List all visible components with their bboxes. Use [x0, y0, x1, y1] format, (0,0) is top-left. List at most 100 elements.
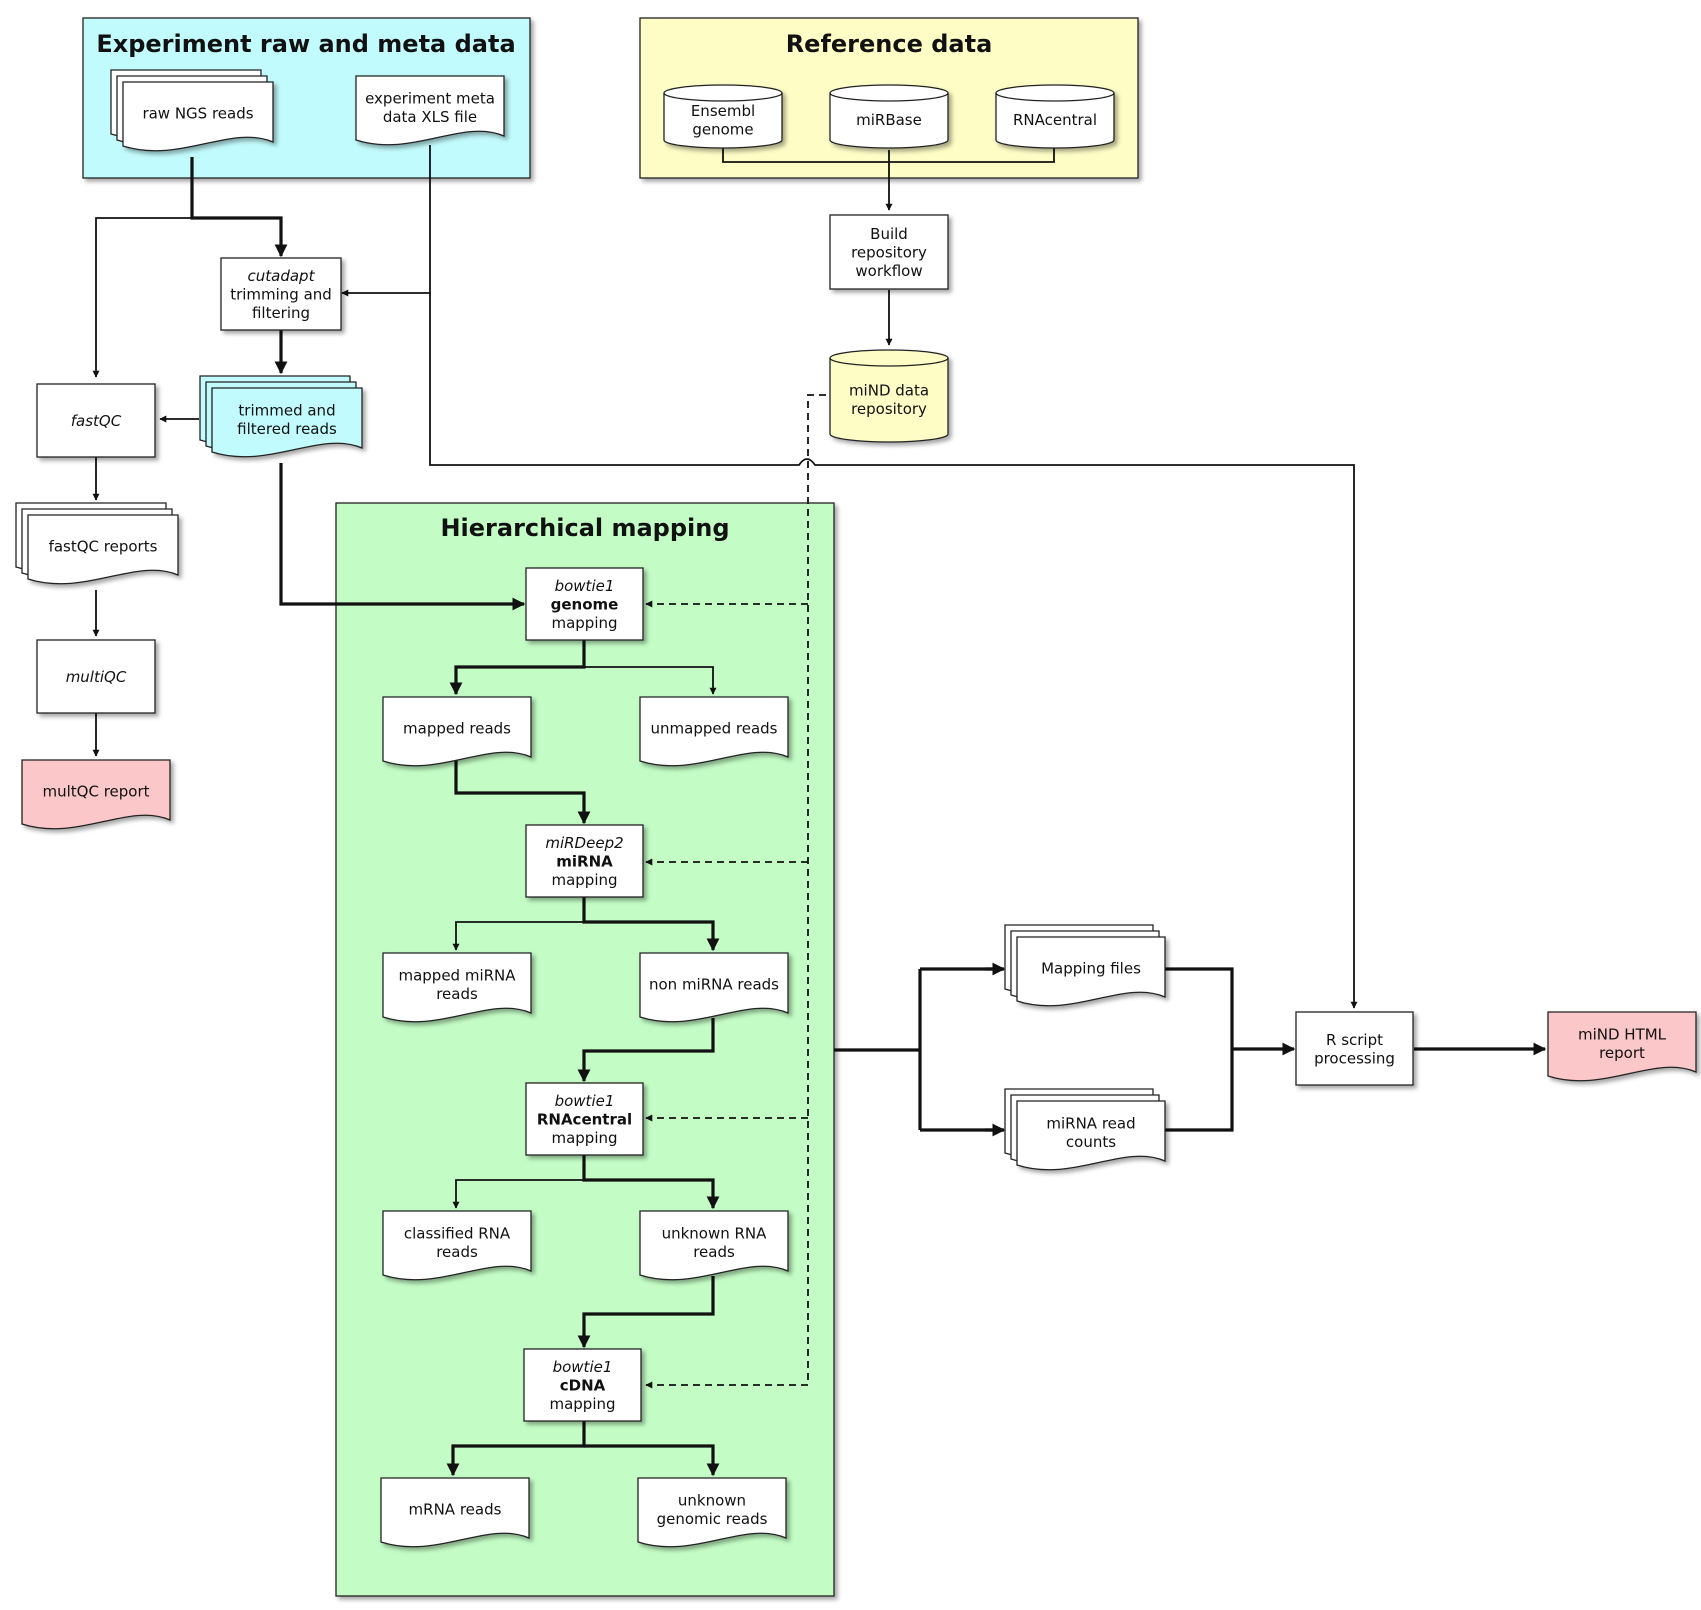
ensembl-genome-db-text-1: Ensembl	[691, 102, 755, 120]
unmapped-reads: unmapped reads	[639, 696, 789, 767]
mapped-reads: mapped reads	[382, 696, 532, 767]
edge-mapping-to-outputs	[834, 967, 1003, 1132]
mirbase-db-text-1: miRBase	[856, 111, 922, 129]
mirbase-db: miRBase	[829, 84, 949, 149]
unknown-genomic-reads-shape	[637, 1477, 787, 1548]
raw-ngs-reads-sheet-3	[122, 81, 274, 152]
edge-repo-feed-line	[807, 394, 826, 1385]
build-repository-workflow-text-3: workflow	[855, 262, 922, 280]
genome-mapping-step-shape	[525, 567, 644, 641]
edge-rnacentral-to-unknown-rna	[582, 1155, 720, 1210]
mapping-files: Mapping files	[1004, 924, 1166, 1007]
edge-unknown-rna-to-cdna	[577, 1276, 715, 1349]
reference-panel-title: Reference data	[786, 30, 993, 58]
experiment-meta-xls-text-2: data XLS file	[383, 108, 477, 126]
non-mirna-reads: non miRNA reads	[639, 952, 789, 1023]
unknown-genomic-reads-text-2: genomic reads	[657, 1510, 768, 1528]
trimmed-filtered-reads-text-1: trimmed and	[238, 401, 335, 419]
rnacentral-db-rim	[995, 92, 1115, 102]
thin-connectors	[92, 145, 1358, 1209]
mirbase-db-body	[829, 84, 949, 149]
genome-mapping-step-text-1: bowtie1	[555, 577, 615, 595]
non-mirna-reads-text-1: non miRNA reads	[649, 976, 779, 994]
edge-rnacentral-to-classified	[452, 1179, 584, 1209]
thick-connectors	[190, 157, 1547, 1477]
mind-data-repository-body	[829, 349, 949, 443]
cutadapt-step-text-1: cutadapt	[248, 267, 316, 285]
cutadapt-step-text-3: filtering	[252, 304, 310, 322]
edge-raw-to-cutadapt	[190, 157, 288, 258]
multqc-report-shape	[21, 759, 171, 830]
edge-non-mirna-to-rnacentral	[577, 1018, 715, 1083]
mapping-files-sheet-3	[1016, 936, 1166, 1007]
edge-trimmed-to-genome	[279, 463, 526, 611]
mapped-reads-shape	[382, 696, 532, 767]
non-mirna-reads-shape	[639, 952, 789, 1023]
rnacentral-db-body	[995, 84, 1115, 149]
cdna-mapping-step-text-2: cDNA	[560, 1377, 606, 1395]
unmapped-reads-shape	[639, 696, 789, 767]
multiqc-step: multiQC	[36, 639, 156, 714]
mind-data-repository-rim	[829, 357, 949, 367]
r-script-processing-shape	[1295, 1011, 1414, 1086]
unknown-rna-reads-shape	[639, 1210, 789, 1281]
multiqc-step-text-1: multiQC	[66, 668, 127, 686]
edge-mirna-to-mapped-mirna	[452, 921, 584, 951]
edge-raw-to-fastqc	[92, 217, 192, 378]
trimmed-filtered-reads-sheet-3	[211, 387, 363, 458]
mind-data-repository-text-1: miND data	[849, 381, 929, 399]
build-repository-workflow-shape	[829, 214, 949, 290]
cdna-mapping-step-text-1: bowtie1	[553, 1358, 613, 1376]
trimmed-filtered-reads-text-2: filtered reads	[237, 420, 337, 438]
mirna-mapping-step-text-1: miRDeep2	[545, 834, 623, 852]
mind-data-repository-text-2: repository	[851, 400, 927, 418]
mirna-read-counts-text-1: miRNA read	[1046, 1114, 1135, 1132]
mirna-mapping-step-text-2: miRNA	[556, 853, 613, 871]
fastqc-reports-text-1: fastQC reports	[49, 538, 158, 556]
mirna-read-counts-text-2: counts	[1066, 1133, 1116, 1151]
mirna-mapping-step-text-3: mapping	[551, 871, 617, 889]
edge-mapped-to-mirna	[454, 760, 591, 825]
mapping-panel-title: Hierarchical mapping	[440, 514, 729, 542]
mrna-reads-shape	[380, 1477, 530, 1548]
genome-mapping-step-text-3: mapping	[551, 614, 617, 632]
mind-html-report-text-1: miND HTML	[1578, 1025, 1667, 1043]
mirbase-db-rim	[829, 92, 949, 102]
mapping-files-text-1: Mapping files	[1041, 960, 1141, 978]
classified-rna-reads-shape	[382, 1210, 532, 1281]
cdna-mapping-step-shape	[523, 1348, 642, 1422]
mind-html-report-shape	[1547, 1011, 1697, 1082]
unmapped-reads-text-1: unmapped reads	[651, 720, 778, 738]
unknown-genomic-reads-text-1: unknown	[678, 1491, 746, 1509]
multiqc-step-shape	[36, 639, 156, 714]
unknown-rna-reads-text-2: reads	[693, 1243, 735, 1261]
mapped-mirna-reads-shape	[382, 952, 532, 1023]
experiment-meta-xls-shape	[355, 75, 505, 146]
edge-mirna-to-non-mirna	[582, 897, 720, 952]
unknown-rna-reads-text-1: unknown RNA	[662, 1224, 768, 1242]
cutadapt-step-text-2: trimming and	[230, 286, 332, 304]
rnacentral-mapping-step-text-1: bowtie1	[555, 1092, 615, 1110]
fastqc-step-shape	[36, 383, 156, 458]
fastqc-reports-sheet-3	[27, 514, 179, 585]
ensembl-genome-db-rim	[663, 92, 783, 102]
edge-reference-merge	[722, 148, 1055, 210]
raw-ngs-reads-text-1: raw NGS reads	[142, 105, 253, 123]
mapped-mirna-reads-text-2: reads	[436, 985, 478, 1003]
edge-genome-to-unmapped	[584, 666, 717, 695]
multqc-report-text-1: multQC report	[42, 783, 149, 801]
edge-outputs-to-rscript	[1165, 967, 1294, 1132]
